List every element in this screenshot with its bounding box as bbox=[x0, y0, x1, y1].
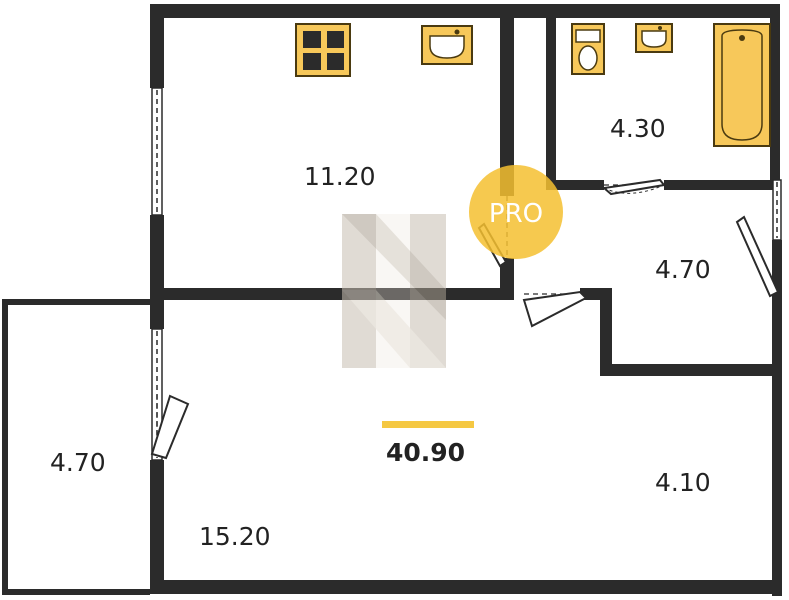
balcony-walls bbox=[2, 299, 150, 595]
total-area-label: 40.90 bbox=[386, 438, 465, 467]
kitchen-sink-icon bbox=[421, 25, 473, 65]
h-logo-watermark bbox=[342, 214, 446, 368]
kitchen-window bbox=[151, 87, 163, 216]
bathroom-door bbox=[601, 178, 666, 196]
living-room-area-label: 15.20 bbox=[199, 522, 271, 551]
living-room-window bbox=[151, 328, 163, 461]
stove-icon bbox=[295, 23, 351, 77]
living-room-door bbox=[522, 290, 588, 328]
hallway-area-label: 4.70 bbox=[655, 255, 711, 284]
right-wall-opening bbox=[772, 179, 782, 241]
balcony-area-label: 4.70 bbox=[50, 448, 106, 477]
bathtub-icon bbox=[713, 23, 771, 147]
exterior-walls bbox=[150, 4, 782, 596]
pro-badge: PRO bbox=[469, 165, 563, 259]
bathroom-area-label: 4.30 bbox=[610, 114, 666, 143]
balcony-door bbox=[150, 394, 190, 460]
windows bbox=[151, 87, 782, 461]
kitchen-area-label: 11.20 bbox=[304, 162, 376, 191]
interior-walls bbox=[164, 18, 778, 376]
pro-badge-text: PRO bbox=[489, 199, 543, 229]
bathroom-sink-icon bbox=[635, 23, 673, 53]
toilet-icon bbox=[571, 23, 605, 75]
entrance-door bbox=[735, 215, 780, 298]
total-area-accent-bar bbox=[382, 421, 474, 428]
corridor-area-label: 4.10 bbox=[655, 468, 711, 497]
doors bbox=[150, 178, 780, 460]
